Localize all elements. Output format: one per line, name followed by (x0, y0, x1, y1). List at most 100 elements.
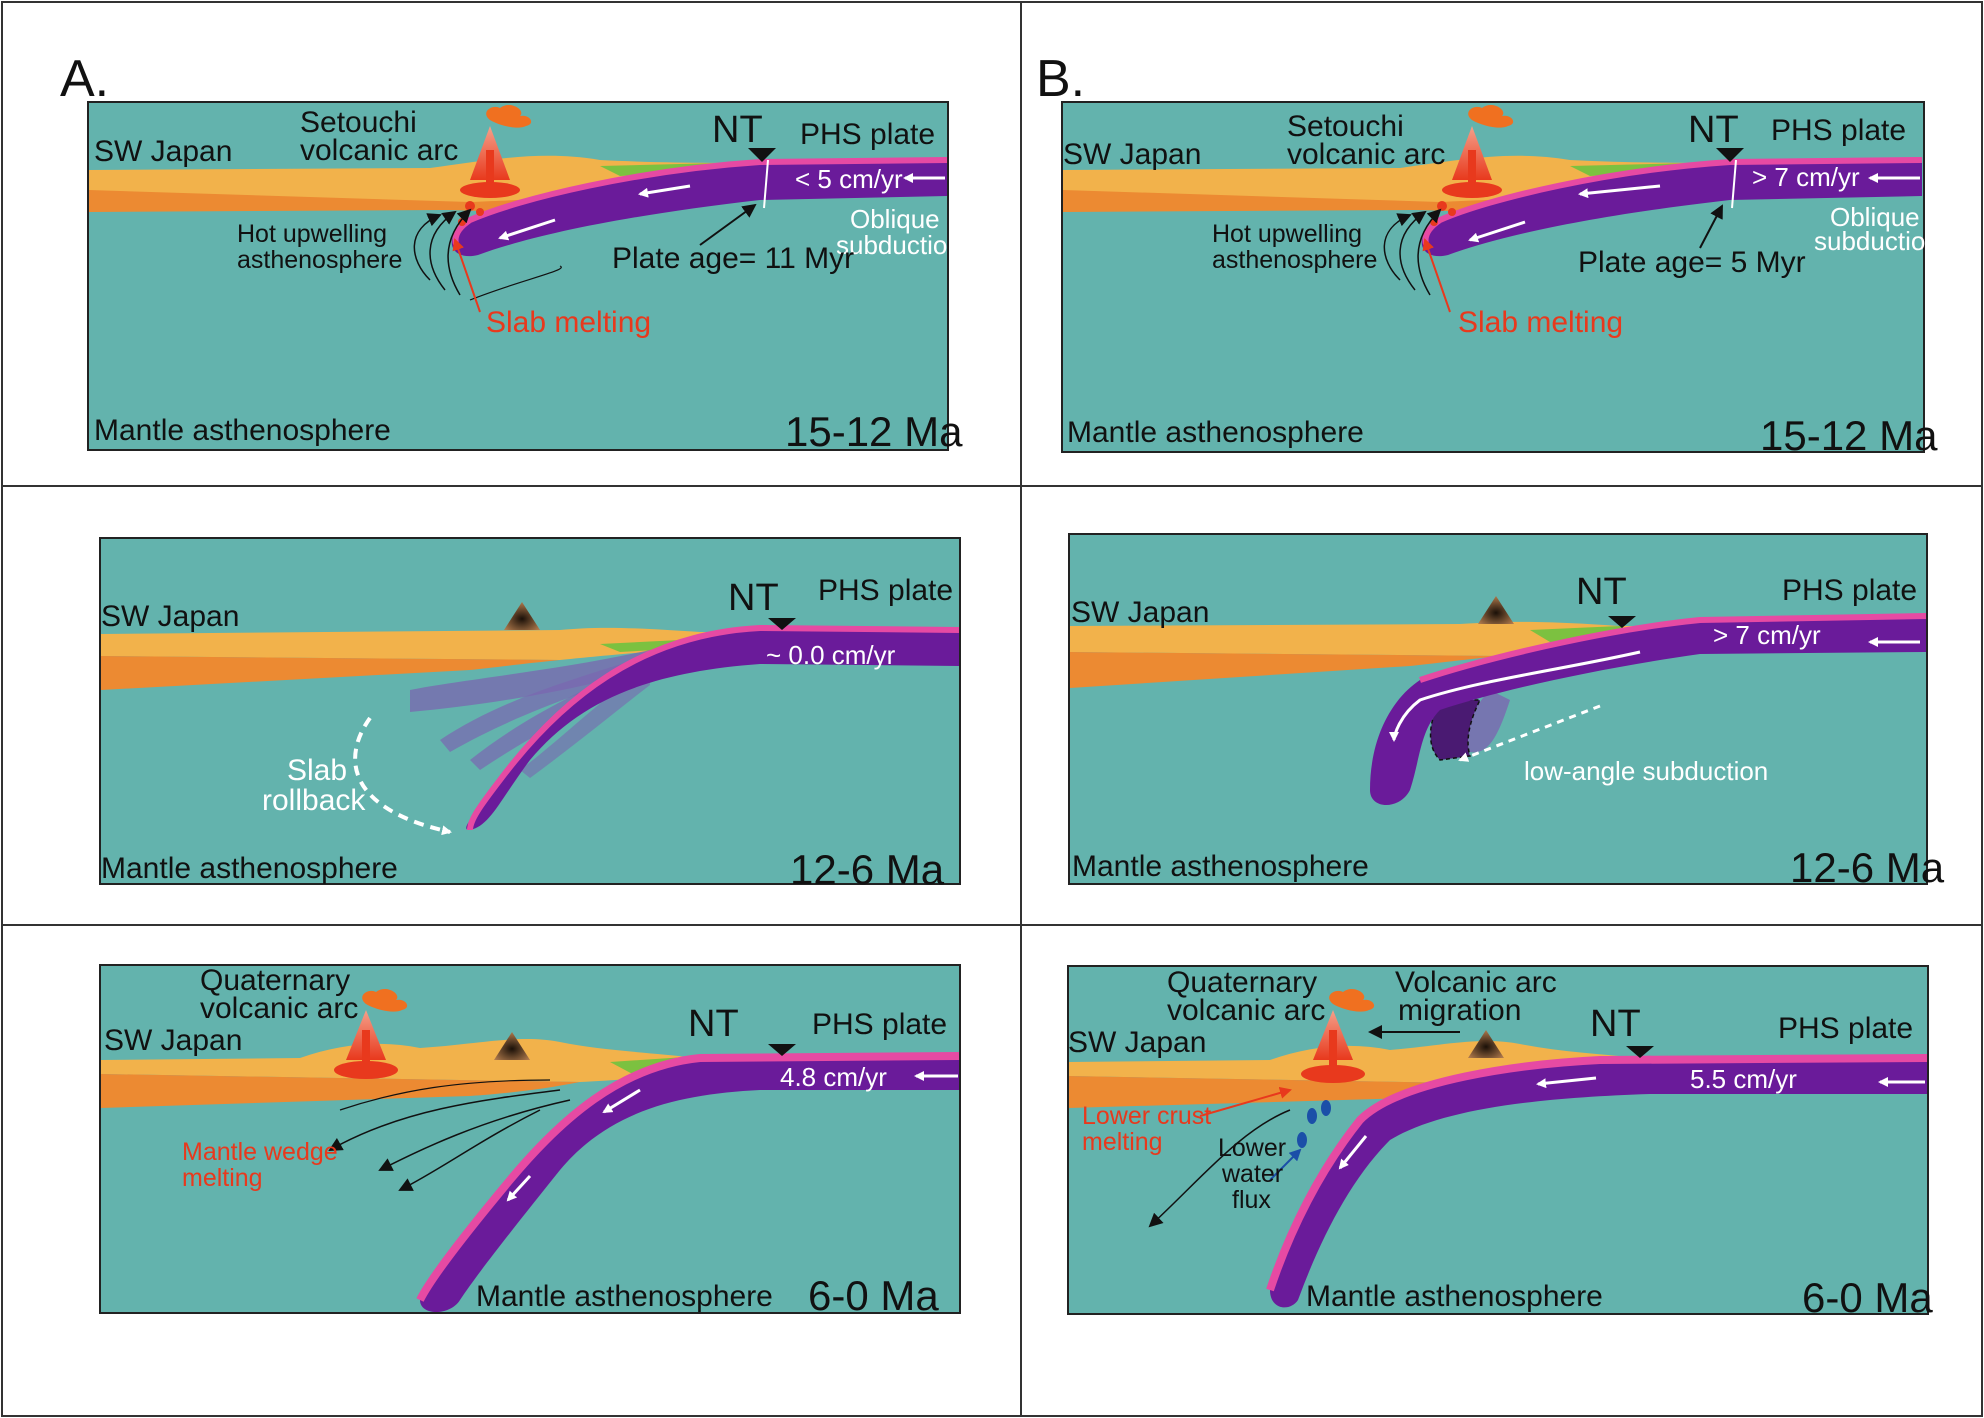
plate-age-label: Plate age= 5 Myr (1578, 246, 1806, 279)
subducting-slab (1421, 160, 1922, 257)
water-label-line1: Lower (1218, 1134, 1286, 1162)
lower-crust-label-line2: melting (1082, 1128, 1163, 1156)
eruption-plume-icon (486, 105, 532, 128)
trench-marker-icon (1626, 1046, 1654, 1058)
oblique-label-line2: subduction (1814, 226, 1940, 256)
magma-conduit (362, 1030, 370, 1070)
water-label-line3: flux (1232, 1186, 1271, 1214)
subducting-slab (451, 160, 947, 257)
rate-label: 5.5 cm/yr (1690, 1064, 1797, 1094)
mantle-label: Mantle asthenosphere (476, 1280, 773, 1313)
slab-motion-arrow (506, 1174, 532, 1202)
trench-label: NT (688, 1003, 739, 1045)
rollback-label-line2: rollback (262, 784, 366, 817)
dormant-volcano-icon (1468, 1030, 1504, 1058)
lower-crust-pointer (1199, 1087, 1292, 1117)
plate-age-pointer (699, 203, 757, 246)
water-droplet-icon (1307, 1108, 1317, 1124)
mantle-flow-arrow (398, 1109, 541, 1191)
panel-letter-b: B. (1036, 50, 1085, 108)
slab-melting-pointer (452, 238, 481, 313)
upper-crust (101, 1038, 959, 1082)
magma-conduit (1468, 150, 1476, 190)
mantle-label: Mantle asthenosphere (1067, 416, 1364, 449)
subducting-slab (466, 628, 959, 830)
lower-crust (1069, 1076, 1520, 1108)
magma-conduit (1329, 1030, 1337, 1070)
region-label: SW Japan (1071, 596, 1209, 629)
slab-top-layer (1422, 157, 1923, 245)
migration-label-line2: migration (1398, 994, 1521, 1027)
flow-line (339, 1079, 551, 1111)
age-marker-line (1731, 159, 1737, 209)
water-flux-pointer (1269, 1148, 1302, 1181)
slab-motion-arrow (1338, 1135, 1368, 1170)
mantle-background (99, 964, 961, 1314)
upwelling-arrow (1399, 210, 1427, 291)
ghost-slab (440, 655, 650, 752)
slab-top-layer (1266, 1054, 1928, 1292)
slab-top-layer (452, 157, 948, 245)
slab-top-layer (1419, 613, 1927, 683)
age-marker-line (763, 159, 769, 209)
ghost-slab (1429, 699, 1482, 761)
upwelling-arrow (413, 213, 442, 281)
mantle-label: Mantle asthenosphere (101, 852, 398, 885)
arc-label-line2: volcanic arc (1287, 138, 1445, 171)
panel-b2: SW Japan NT PHS plate > 7 cm/yr low-angl… (1068, 533, 1945, 891)
eruption-plume-icon (1468, 105, 1514, 128)
trench-label: NT (1590, 1003, 1641, 1045)
upwelling-label-line2: asthenosphere (1212, 246, 1377, 274)
rate-label: ~ 0.0 cm/yr (766, 640, 896, 670)
subducting-slab (420, 1056, 959, 1312)
panel-b3: SW Japan Quaternary volcanic arc Volcani… (1067, 965, 1933, 1321)
panel-a3: SW Japan Quaternary volcanic arc NT PHS … (99, 964, 961, 1319)
mantle-label: Mantle asthenosphere (1072, 850, 1369, 883)
rate-label: > 7 cm/yr (1713, 620, 1821, 650)
arc-label-line2: volcanic arc (1167, 994, 1325, 1027)
plate-age-label: Plate age= 11 Myr (612, 242, 854, 275)
arc-label-line1: Setouchi (300, 106, 417, 139)
low-angle-label: low-angle subduction (1524, 756, 1768, 786)
slab-melting-pointer (1422, 238, 1451, 313)
rate-label: < 5 cm/yr (795, 164, 903, 194)
panel-b1: SW Japan Setouchi volcanic arc NT PHS pl… (1061, 101, 1940, 459)
subducting-slab (1370, 616, 1926, 805)
plate-label: PHS plate (1782, 574, 1917, 607)
plate-label: PHS plate (818, 574, 953, 607)
region-label: SW Japan (1063, 138, 1201, 171)
upwelling-arrow (429, 210, 457, 291)
lower-crust (101, 1074, 580, 1108)
slab-motion-arrow (1389, 650, 1641, 742)
mantle-flow-arrow (378, 1099, 571, 1171)
trench-marker-icon (768, 1044, 796, 1056)
upper-crust (1069, 1040, 1927, 1084)
lower-crust (1063, 190, 1530, 214)
trench-marker-icon (768, 618, 796, 630)
migration-label-line1: Volcanic arc (1395, 966, 1557, 999)
oblique-label-line1: Oblique (850, 204, 940, 234)
magma-chamber (1442, 182, 1502, 198)
oblique-label-line1: Oblique (1830, 202, 1920, 232)
lower-crust (1070, 652, 1500, 688)
trench-label: NT (712, 109, 763, 151)
slab-motion-arrow (498, 218, 556, 241)
rollback-arrow (353, 716, 452, 836)
age-label: 15-12 Ma (1760, 412, 1938, 459)
trench-label: NT (1688, 109, 1739, 151)
trench-label: NT (728, 577, 779, 619)
upwelling-label-line1: Hot upwelling (1212, 220, 1362, 248)
upwelling-arrow (1383, 213, 1412, 281)
water-label-line2: water (1221, 1160, 1283, 1188)
upwelling-label-line2: asthenosphere (237, 246, 402, 274)
melt-droplet (476, 208, 484, 216)
oblique-label-line2: subduction (836, 230, 962, 260)
arc-label-line1: Quaternary (200, 964, 350, 997)
lower-crust (101, 656, 560, 690)
slab-motion-arrow (1536, 1076, 1597, 1089)
magma-chamber (334, 1061, 398, 1079)
slab-motion-arrow (638, 184, 691, 198)
region-label: SW Japan (104, 1024, 242, 1057)
